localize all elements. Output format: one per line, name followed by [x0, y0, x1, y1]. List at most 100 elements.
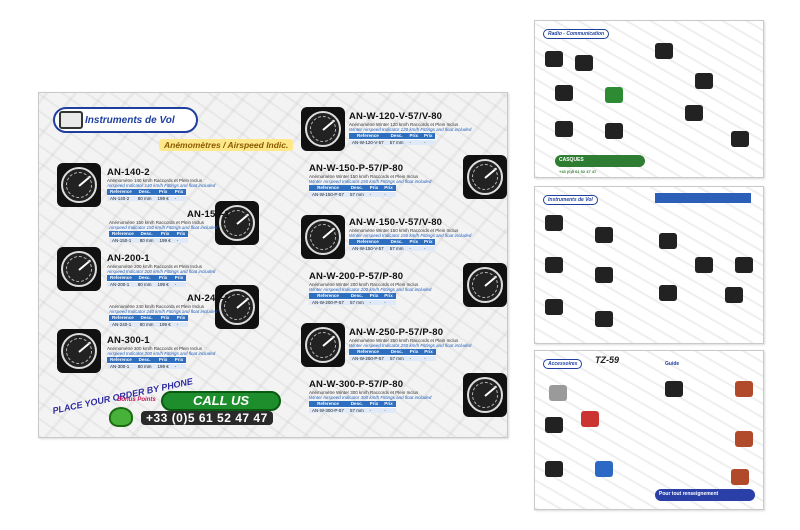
product-desc-fr: Anémomètre Winter 200 km/h Raccords et P… [309, 282, 419, 287]
instrument-image [595, 227, 613, 243]
product-code: AN-150-1 [187, 209, 230, 220]
table-cell: AN-240-1 [109, 320, 137, 327]
catalog-main-page: Instruments de Vol Anémomètres / Airspee… [38, 92, 508, 438]
table-header: Prix [381, 293, 396, 299]
thumbnail-page-accessories[interactable]: Accessoires TZ-59 Guide Pour tout rensei… [534, 350, 764, 510]
headset-image [731, 131, 749, 147]
airspeed-gauge-image [301, 107, 345, 151]
product-block: AN-W-150-P-57/P-80 Anémomètre Winter 150… [309, 163, 459, 197]
product-desc-fr: Anémomètre Winter 150 km/h Raccords et P… [309, 174, 419, 179]
table-cell: AN-200-1 [107, 280, 135, 287]
product-desc-fr: Anémomètre 240 km/h Raccords et Plein In… [109, 304, 205, 309]
order-by-phone-block: PLACE YOUR ORDER BY PHONE Bonus Points C… [51, 376, 291, 433]
table-cell: - [406, 244, 421, 251]
table-header: Prix [420, 133, 436, 139]
table-header: Desc. [386, 349, 407, 355]
section-title: Instruments de Vol [85, 114, 175, 126]
table-header: Desc. [134, 189, 155, 195]
product-code: AN-W-200-P-57/P-80 [309, 271, 404, 282]
table-cell: - [420, 138, 436, 145]
product-desc-en: Airspeed Indicator 140 km/h Fittings and… [107, 183, 216, 188]
instrument-image [545, 299, 563, 315]
table-header: Prix [156, 315, 174, 321]
product-desc-en: Airspeed Indicator 150 km/h Fittings and… [109, 225, 218, 230]
table-cell: AN-W-200-P-57 [309, 298, 347, 305]
table-header: Desc. [386, 239, 407, 245]
table-header: Reference [349, 133, 387, 139]
instrument-image [545, 215, 563, 231]
table-cell: - [171, 362, 187, 369]
product-desc-en: Winter Airspeed Indicator 300 km/h Fitti… [309, 395, 432, 400]
product-desc-fr: Anémomètre 200 km/h Raccords et Plein In… [107, 264, 203, 269]
table-cell: - [366, 190, 382, 197]
product-desc-fr: Anémomètre 300 km/h Raccords et Plein In… [107, 346, 203, 351]
airspeed-gauge-image [463, 155, 507, 199]
table-header: Prix [171, 357, 187, 363]
product-code: AN-140-2 [107, 167, 150, 178]
instrument-image [725, 287, 743, 303]
product-desc-en: Airspeed Indicator 300 km/h Fittings and… [107, 351, 216, 356]
instrument-image [659, 285, 677, 301]
table-header: Reference [309, 401, 347, 407]
thumb-guide: Guide [665, 361, 680, 367]
table-header: Desc. [134, 357, 155, 363]
table-header: Reference [349, 349, 387, 355]
table-cell: 199 € [154, 194, 172, 201]
table-cell: 199 € [156, 320, 174, 327]
table-cell: - [381, 298, 396, 305]
table-header: Prix [366, 293, 382, 299]
product-code: AN-W-250-P-57/P-80 [349, 327, 444, 338]
thumb-title: Radio - Communication [543, 29, 610, 39]
accessory-image [735, 381, 753, 397]
headset-image [545, 51, 563, 67]
table-cell: AN-150-1 [109, 236, 137, 243]
instrument-image [659, 233, 677, 249]
table-header: Prix [420, 239, 436, 245]
airspeed-gauge-image [215, 201, 259, 245]
frog-mascot-icon [109, 407, 133, 427]
table-cell: 57 mm [386, 244, 407, 251]
product-code: AN-240-1 [187, 293, 230, 304]
table-header: Desc. [386, 133, 407, 139]
product-block: AN-240-1 Anémomètre 240 km/h Raccords et… [109, 293, 259, 327]
product-desc-fr: Anémomètre Winter 250 km/h Raccords et P… [349, 338, 459, 343]
table-header: Reference [107, 357, 135, 363]
table-cell: 199 € [154, 362, 172, 369]
product-block: AN-W-200-P-57/P-80 Anémomètre Winter 200… [309, 271, 459, 305]
table-header: Prix [171, 189, 187, 195]
product-block: AN-W-300-P-57/P-80 Anémomètre Winter 300… [309, 379, 459, 413]
table-header: Prix [366, 185, 382, 191]
product-desc-en: Airspeed Indicator 200 km/h Fittings and… [107, 269, 216, 274]
bonus-text: Bonus Points [117, 397, 156, 403]
tool-image [665, 381, 683, 397]
table-cell: AN-W-150-V-57 [349, 244, 387, 251]
airspeed-gauge-image [463, 263, 507, 307]
helmet-image [655, 43, 673, 59]
thumbnail-page-radio[interactable]: Radio - Communication CASQUES +33 (0)5 6… [534, 20, 764, 178]
table-cell: AN-300-1 [107, 362, 135, 369]
thumbnail-page-instruments[interactable]: Instruments de Vol [534, 186, 764, 344]
table-header: Desc. [346, 185, 367, 191]
table-cell: 80 mm [136, 236, 157, 243]
product-desc-fr: Anémomètre 150 km/h Raccords et Plein In… [109, 220, 205, 225]
accessory-image [731, 469, 749, 485]
product-desc-en: Winter Airspeed Indicator 150 km/h Fitti… [309, 179, 432, 184]
instrument-image [735, 257, 753, 273]
table-header: Reference [349, 239, 387, 245]
product-block: AN-W-250-P-57/P-80 Anémomètre Winter 250… [349, 327, 499, 361]
airspeed-gauge-image [57, 329, 101, 373]
table-cell: 80 mm [134, 194, 155, 201]
product-desc-fr: Anémomètre Winter 120 km/h Raccords et P… [349, 122, 459, 127]
product-block: AN-140-2 Anémomètre 140 km/h Raccords et… [107, 167, 257, 201]
product-desc-en: Airspeed Indicator 240 km/h Fittings and… [109, 309, 218, 314]
accessory-image [735, 431, 753, 447]
airspeed-gauge-image [463, 373, 507, 417]
table-header: Reference [107, 189, 135, 195]
airspeed-gauge-image [215, 285, 259, 329]
section-subtitle: Anémomètres / Airspeed Indic. [159, 139, 294, 151]
table-cell: 80 mm [134, 280, 155, 287]
